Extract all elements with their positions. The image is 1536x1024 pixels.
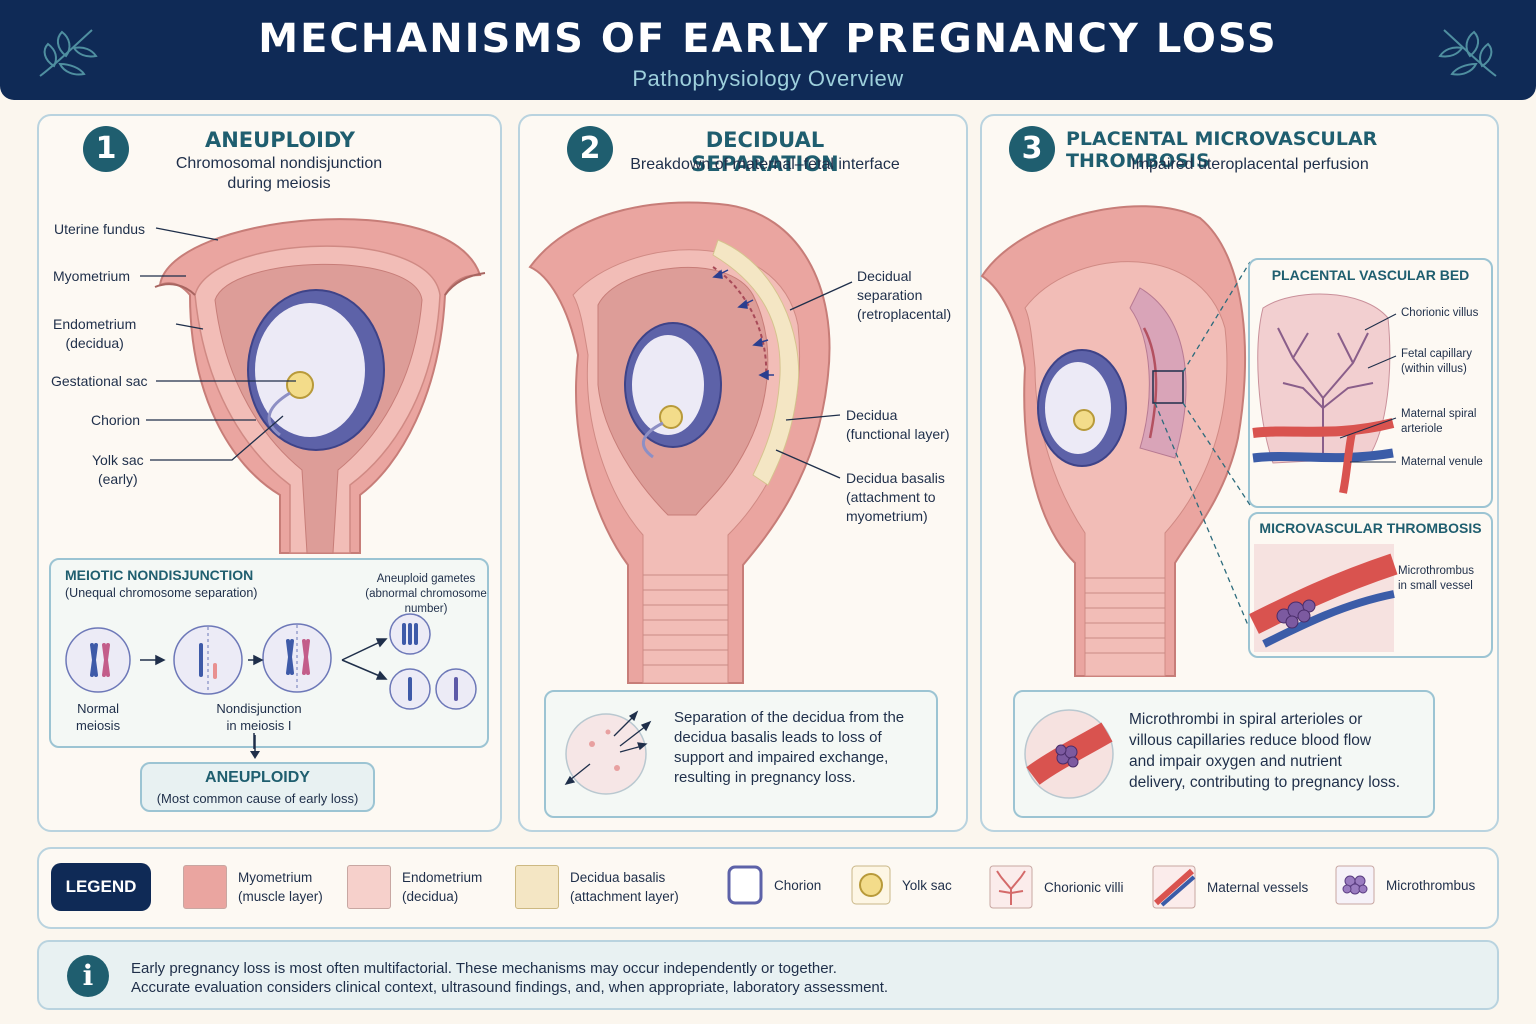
label-myometrium: Myometrium bbox=[53, 268, 131, 284]
down-arrow-icon bbox=[250, 735, 260, 759]
page-header: MECHANISMS OF EARLY PREGNANCY LOSS Patho… bbox=[0, 0, 1536, 100]
leaf-sprig-icon bbox=[39, 29, 98, 77]
microthrombus-icon bbox=[1335, 865, 1375, 905]
label-chorionic-villus: Chorionic villus bbox=[1401, 307, 1479, 319]
label-maternal-venule: Maternal venule bbox=[1401, 456, 1483, 468]
uterus-thrombosis-illustration bbox=[980, 205, 1247, 677]
label-decidua: Decidua(functional layer) bbox=[846, 407, 950, 442]
villus-vascular-illustration bbox=[1252, 293, 1395, 494]
label-uterine-fundus: Uterine fundus bbox=[54, 221, 146, 237]
legend-item: Decidua basalis(attachment layer) bbox=[515, 865, 679, 909]
panel-number-badge: 1 bbox=[83, 126, 129, 172]
uterus-illustration bbox=[154, 218, 486, 554]
yolk-sac-icon bbox=[851, 865, 891, 905]
legend-item: Yolk sac bbox=[851, 865, 952, 905]
decidua-basalis-swatch bbox=[515, 865, 559, 909]
legend-item: Myometrium(muscle layer) bbox=[183, 865, 323, 909]
uterus-separation-illustration bbox=[528, 201, 831, 684]
aneuploidy-result-box bbox=[140, 762, 375, 812]
panel-subtitle: Breakdown of maternal–fetal interface bbox=[630, 156, 900, 173]
thrombosed-vessel-icon bbox=[1024, 709, 1114, 799]
leaf-sprig-icon bbox=[1438, 29, 1497, 77]
label-gestational-sac: Gestational sac bbox=[51, 373, 148, 389]
page-subtitle: Pathophysiology Overview bbox=[632, 66, 904, 91]
panel-title: ANEUPLOIDY bbox=[204, 128, 356, 152]
label-chorion: Chorion bbox=[91, 412, 141, 428]
meiosis-box-title: MEIOTIC NONDISJUNCTION bbox=[65, 567, 254, 583]
panel-title: DECIDUAL SEPARATION bbox=[691, 128, 839, 176]
label-endometrium: Endometrium(decidua) bbox=[53, 316, 137, 351]
label-yolk-sac: Yolk sac(early) bbox=[92, 452, 144, 487]
legend: LEGEND Myometrium(muscle layer) Endometr… bbox=[37, 847, 1499, 929]
thrombosis-box-title: MICROVASCULAR THROMBOSIS bbox=[1259, 520, 1482, 536]
chorion-icon bbox=[727, 865, 763, 905]
vascular-bed-title: PLACENTAL VASCULAR BED bbox=[1271, 267, 1470, 283]
panel-number-badge: 2 bbox=[567, 126, 613, 172]
meiosis-box-subtitle: (Unequal chromosome separation) bbox=[65, 586, 258, 600]
info-icon: i bbox=[67, 955, 109, 997]
legend-tag: LEGEND bbox=[51, 863, 151, 911]
legend-item: Chorionic villi bbox=[989, 865, 1124, 909]
legend-item: Chorion bbox=[727, 865, 821, 905]
page-title: MECHANISMS OF EARLY PREGNANCY LOSS bbox=[258, 16, 1278, 62]
maternal-vessels-icon bbox=[1152, 865, 1196, 909]
myometrium-swatch bbox=[183, 865, 227, 909]
separation-detail-icon bbox=[564, 710, 652, 795]
meiosis-cells-diagram bbox=[65, 613, 477, 749]
aneuploidy-result-subtitle: (Most common cause of early loss) bbox=[156, 791, 359, 806]
label-fetal-capillary: Fetal capillary(within villus) bbox=[1401, 348, 1472, 375]
info-bar: i Early pregnancy loss is most often mul… bbox=[37, 940, 1499, 1010]
panel-title: PLACENTAL MICROVASCULAR THROMBOSIS bbox=[1066, 128, 1378, 172]
legend-item: Microthrombus bbox=[1335, 865, 1475, 905]
legend-item: Maternal vessels bbox=[1152, 865, 1308, 909]
chorionic-villi-icon bbox=[989, 865, 1033, 909]
panel-subtitle: Impaired uteroplacental perfusion bbox=[1131, 156, 1369, 173]
endometrium-swatch bbox=[347, 865, 391, 909]
microthrombus-illustration bbox=[1249, 544, 1398, 652]
legend-item: Endometrium(decidua) bbox=[347, 865, 482, 909]
aneuploidy-result-title: ANEUPLOIDY bbox=[205, 769, 310, 786]
panel-number-badge: 3 bbox=[1009, 126, 1055, 172]
info-text: Early pregnancy loss is most often multi… bbox=[131, 960, 889, 996]
